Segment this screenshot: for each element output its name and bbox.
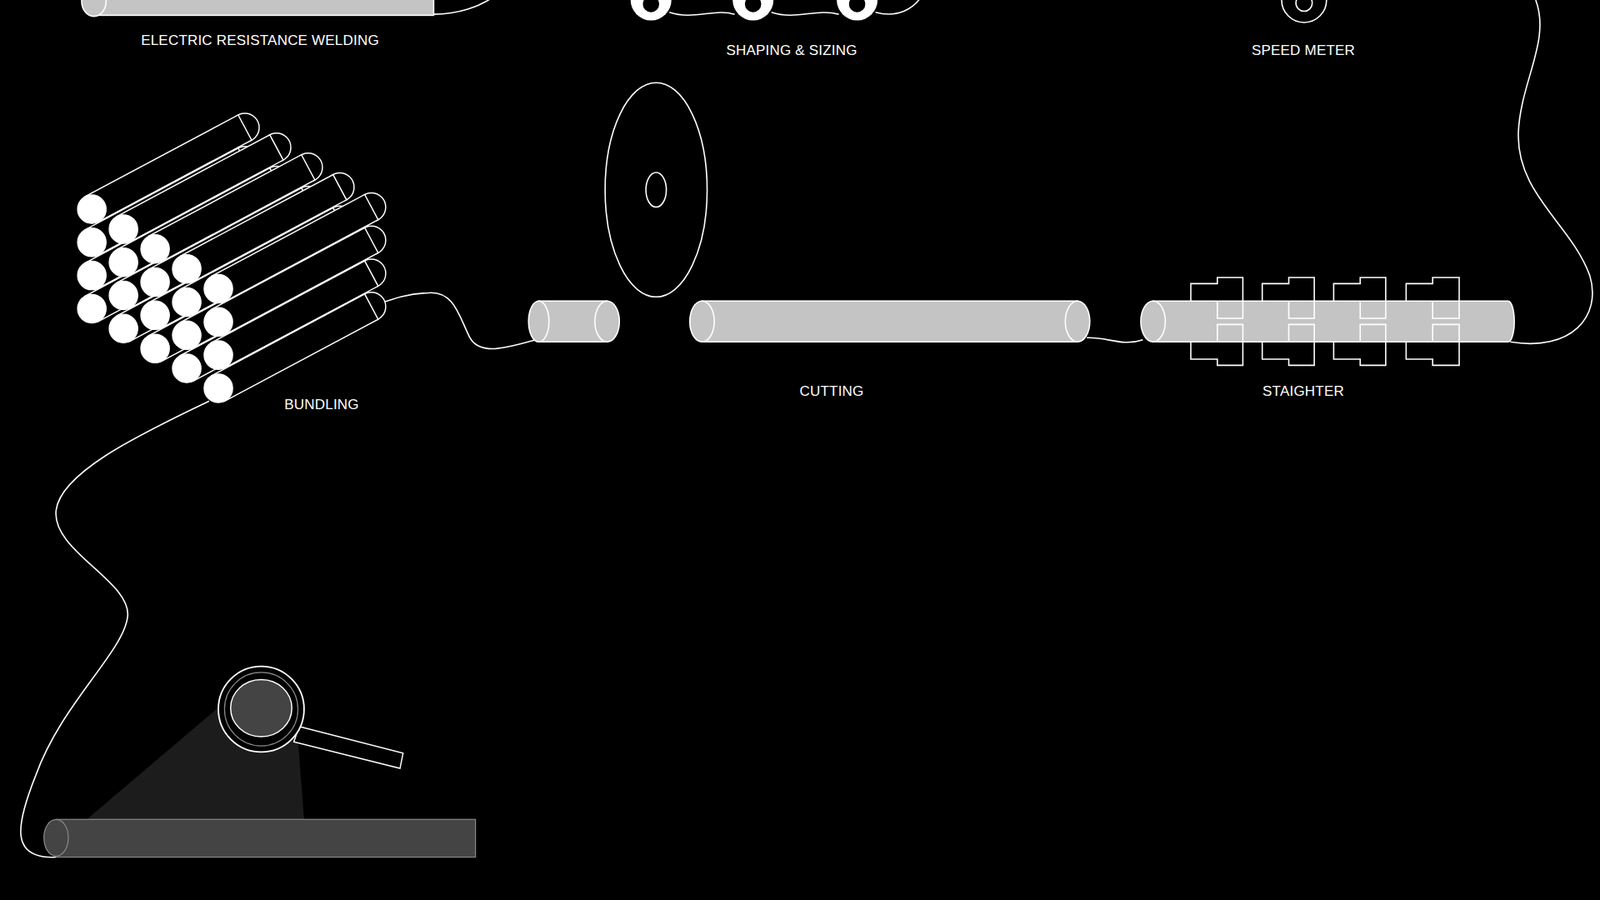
bundled-pipe	[204, 292, 386, 403]
cutting-pipes	[528, 300, 1090, 342]
step-label: SPEED METER	[1251, 42, 1355, 60]
straightener-rollers	[1190, 277, 1460, 365]
step-label: STAIGHTER	[1262, 383, 1345, 400]
step-label: ELECTRIC RESISTANCE WELDING	[140, 32, 380, 50]
inspection	[44, 666, 476, 858]
pipe-bundle	[77, 113, 386, 403]
step-label: BUNDLING	[284, 396, 359, 414]
wire	[20, 0, 1593, 858]
step-label: CUTTING	[800, 383, 865, 400]
straightened-pipe	[1140, 277, 1515, 365]
cutting-disc	[605, 82, 707, 297]
erw-pipe	[81, 0, 434, 17]
step-label: SHAPING & SIZING	[725, 42, 857, 60]
shaping-rollers	[630, 0, 878, 20]
speed-meter	[1281, 0, 1327, 23]
